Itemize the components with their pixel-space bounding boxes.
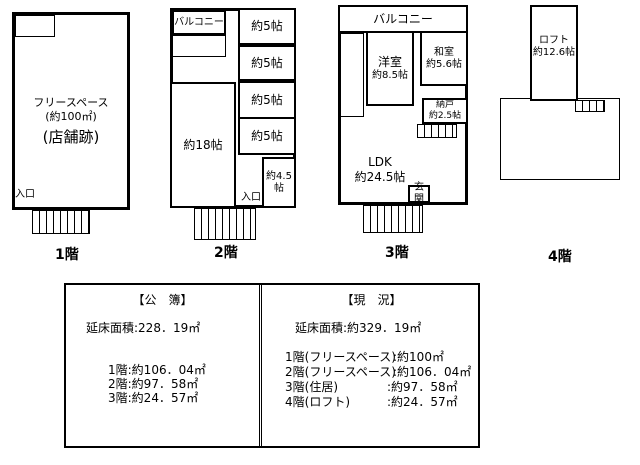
floor1-room-note: (店舗跡) (42, 128, 100, 146)
floor1-label: 1階 (55, 247, 79, 263)
japanese-name: 和室 (434, 46, 454, 58)
current-line-name: 4階(ロフト) (285, 395, 350, 409)
floor4-label: 4階 (548, 249, 572, 265)
floor3-bath (340, 33, 364, 117)
storage-area: 約2.5帖 (428, 111, 462, 121)
floor1-restroom (15, 15, 55, 37)
loft-area: 約12.6帖 (532, 47, 576, 58)
floor3-balcony: バルコニー (338, 5, 468, 33)
current-line-value: :約24．57㎡ (387, 395, 458, 409)
current-line-name: 2階(フリースペース) (285, 365, 396, 379)
floor2-label: 2階 (214, 245, 238, 261)
floor1-room-area: (約100㎡) (45, 110, 97, 123)
registry-header: 【公 簿】 (132, 293, 193, 307)
current-line-name: 3階(住居) (285, 380, 338, 394)
loft-name: ロフト (539, 35, 569, 46)
floor3-storage: 納戸約2.5帖 (422, 98, 468, 124)
floor2-room-small: 約4.5帖 (262, 157, 296, 208)
floor2-bath (172, 35, 226, 57)
registry-line: 1階:約106．04㎡ (108, 363, 206, 377)
floor2-balcony: バルコニー (172, 10, 226, 35)
floor1-room-name: フリースペース (33, 96, 109, 109)
western-area: 約8.5帖 (372, 69, 408, 81)
floor3-japanese-room: 和室約5.6帖 (420, 31, 468, 86)
floor3-label: 3階 (385, 245, 409, 261)
floor2-room-4: 約5帖 (238, 117, 296, 155)
floor2-entrance: 入口 (241, 192, 261, 203)
floor2-stairs (194, 208, 256, 240)
registry-line: 2階:約97．58㎡ (108, 377, 199, 391)
ldk-name: LDK (368, 155, 392, 169)
ldk-area: 約24.5帖 (354, 170, 406, 184)
floor3-western-room: 洋室約8.5帖 (366, 31, 414, 106)
floor3-genkan: 玄関 (408, 182, 430, 205)
floor2-room-big: 約18帖 (170, 82, 236, 208)
registry-column: 【公 簿】 延床面積:228．19㎡ 1階:約106．04㎡ 2階:約97．58… (66, 285, 262, 446)
floor1-entrance: 入口 (15, 189, 35, 200)
floor3-stairs (417, 124, 457, 138)
floor4-loft: ロフト約12.6帖 (530, 5, 578, 101)
floor2-room-2: 約5帖 (238, 45, 296, 81)
storage-name: 納戸 (435, 100, 454, 111)
registry-total: 延床面積:228．19㎡ (86, 321, 201, 335)
current-line-value: :約106．04㎡ (393, 365, 472, 379)
floor4-stairs (575, 100, 605, 112)
current-header: 【現 況】 (341, 293, 402, 307)
current-line-value: :約97．58㎡ (387, 380, 458, 394)
western-name: 洋室 (377, 55, 402, 70)
current-total: 延床面積:約329．19㎡ (295, 321, 422, 335)
current-line-name: 1階(フリースペース) (285, 350, 396, 364)
current-column: 【現 況】 延床面積:約329．19㎡ 1階(フリースペース) :約100㎡ 2… (265, 285, 478, 446)
floor1-stairs (32, 210, 90, 234)
floor3-exterior-stairs (363, 205, 423, 233)
floor2-room-3: 約5帖 (238, 81, 296, 119)
japanese-area: 約5.6帖 (426, 58, 462, 70)
current-line-value: :約100㎡ (393, 350, 444, 364)
floor1-plan (12, 12, 130, 210)
registry-line: 3階:約24．57㎡ (108, 391, 199, 405)
area-table: 【公 簿】 延床面積:228．19㎡ 1階:約106．04㎡ 2階:約97．58… (64, 283, 480, 448)
floor2-room-1: 約5帖 (238, 8, 296, 45)
